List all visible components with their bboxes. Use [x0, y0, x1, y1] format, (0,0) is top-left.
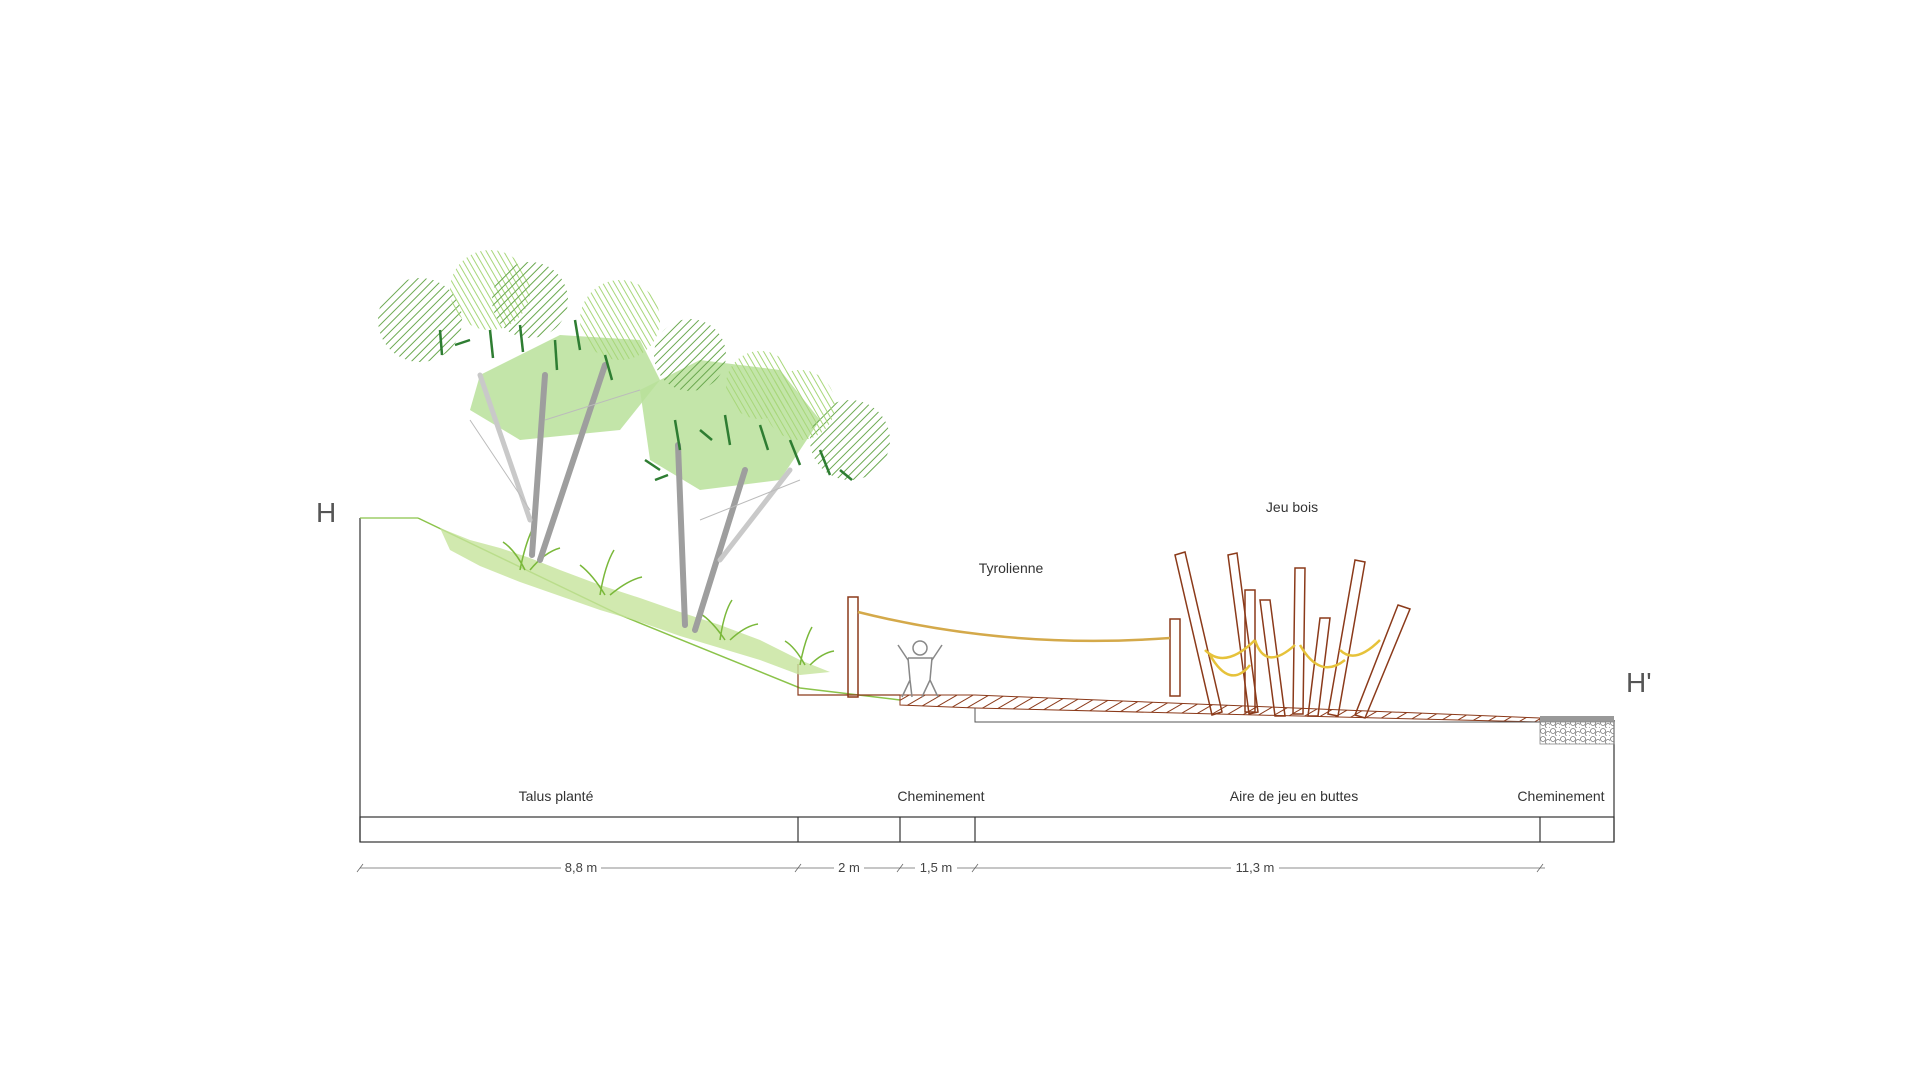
- wood-play-structure: [1174, 551, 1412, 719]
- dimension-gap: 1,5 m: [920, 860, 953, 875]
- zone-label-cheminement-2: Cheminement: [1517, 788, 1604, 804]
- gravel-icon: [1539, 716, 1615, 745]
- zone-label-aire-de-jeu: Aire de jeu en buttes: [1230, 788, 1358, 804]
- section-start-marker: H: [316, 497, 336, 528]
- zone-band: [359, 816, 1615, 843]
- dimension-cheminement: 2 m: [838, 860, 860, 875]
- label-tyrolienne: Tyrolienne: [979, 560, 1044, 576]
- dimension-talus: 8,8 m: [565, 860, 598, 875]
- dimension-aire-de-jeu: 11,3 m: [1236, 860, 1275, 875]
- zipline: [847, 596, 1181, 698]
- person-icon: [897, 640, 943, 698]
- grass-icon: [440, 528, 835, 675]
- play-area-mounds: [899, 694, 1541, 723]
- section-end-marker: H': [1626, 667, 1652, 698]
- tree-icon: [378, 250, 890, 633]
- dimension-labels: [561, 860, 1279, 874]
- label-jeu-bois: Jeu bois: [1266, 499, 1318, 515]
- zone-label-cheminement-1: Cheminement: [897, 788, 984, 804]
- zone-label-talus: Talus planté: [519, 788, 594, 804]
- rope-net: [1204, 639, 1381, 677]
